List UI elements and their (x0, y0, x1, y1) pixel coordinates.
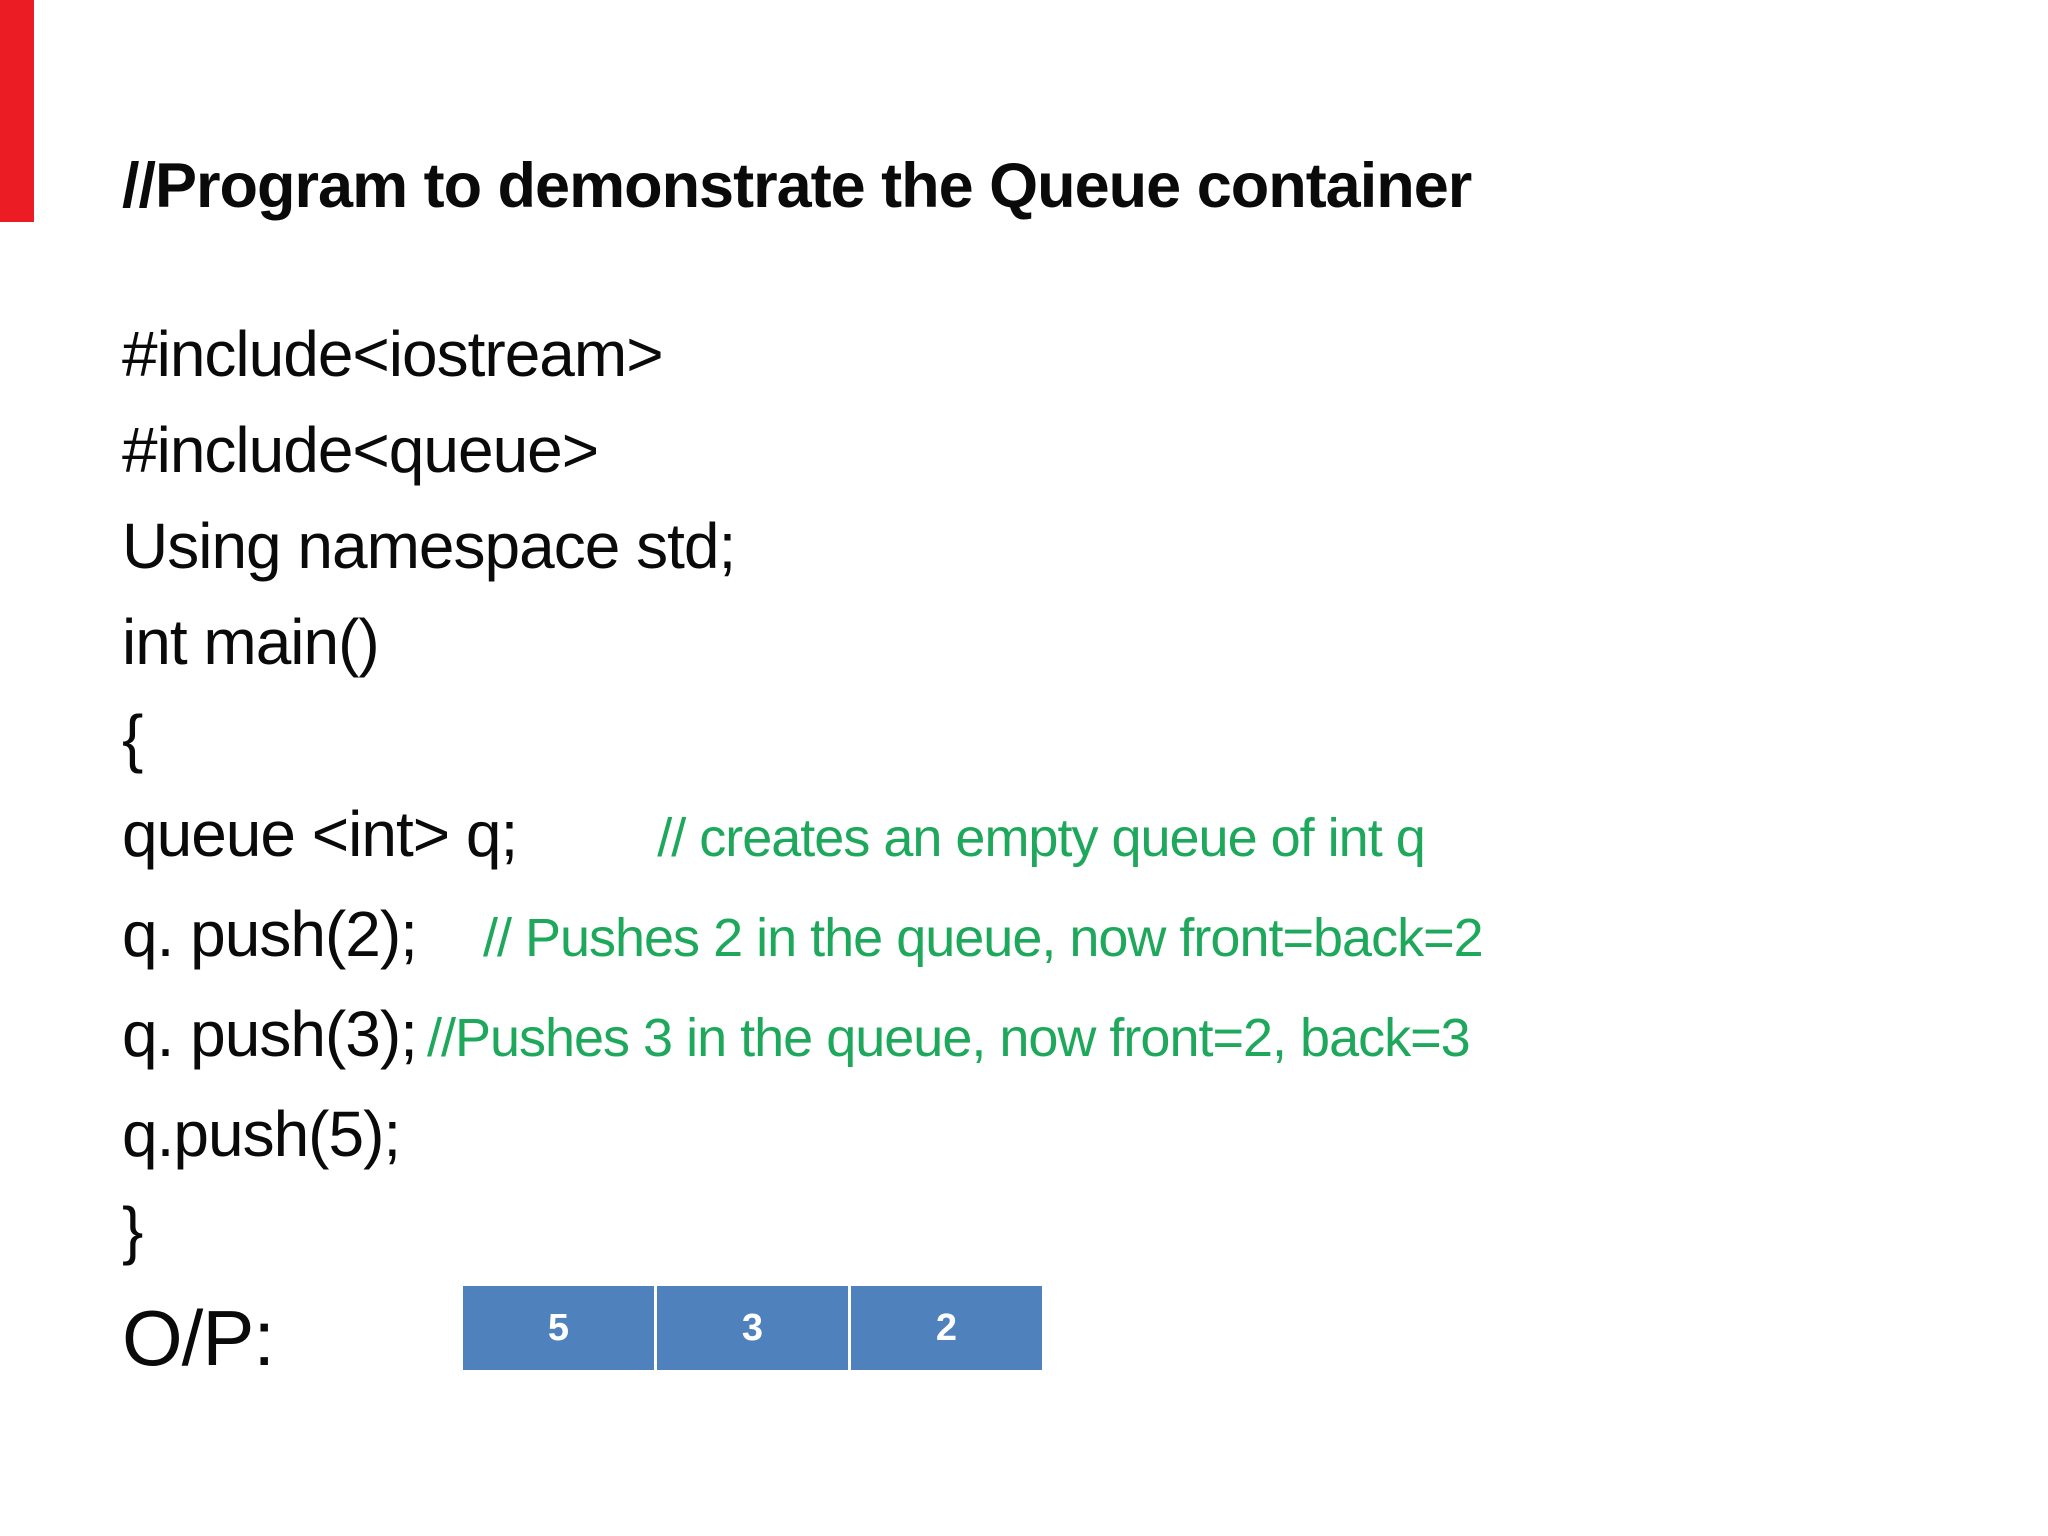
code-text: queue <int> q; (122, 798, 518, 870)
code-text: #include<iostream> (122, 318, 664, 390)
code-line: q.push(5); (122, 1086, 1483, 1182)
queue-cell: 5 (463, 1286, 654, 1370)
output-row: O/P: 5 3 2 (122, 1268, 1522, 1428)
code-line: Using namespace std; (122, 498, 1483, 594)
code-line: } (122, 1182, 1483, 1278)
code-comment: // creates an empty queue of int q (657, 808, 1425, 868)
slide-title: //Program to demonstrate the Queue conta… (122, 151, 1472, 221)
code-text: q.push(5); (122, 1098, 401, 1170)
code-comment: // Pushes 2 in the queue, now front=back… (482, 908, 1484, 968)
code-text: { (122, 702, 143, 774)
code-line: q. push(3);//Pushes 3 in the queue, now … (122, 986, 1483, 1086)
code-line: #include<iostream> (122, 306, 1483, 402)
queue-cell: 2 (851, 1286, 1042, 1370)
queue-cell: 3 (657, 1286, 848, 1370)
code-text: q. push(3); (122, 998, 418, 1070)
code-line: q. push(2); // Pushes 2 in the queue, now… (122, 886, 1484, 986)
code-line: queue <int> q; // creates an empty queue … (122, 786, 1483, 886)
code-comment: //Pushes 3 in the queue, now front=2, ba… (426, 1008, 1471, 1068)
code-line: int main() (122, 594, 1483, 690)
code-block: #include<iostream> #include<queue> Using… (122, 306, 1484, 1278)
code-text: q. push(2); (122, 898, 418, 970)
output-label: O/P: (122, 1294, 275, 1382)
queue-output-table: 5 3 2 (463, 1286, 1042, 1370)
code-line: { (122, 690, 1483, 786)
code-text: #include<queue> (122, 414, 599, 486)
code-text: Using namespace std; (122, 510, 736, 582)
code-text: } (122, 1194, 143, 1266)
code-text: int main() (122, 606, 380, 678)
code-line: #include<queue> (122, 402, 1483, 498)
red-marker-bar (0, 0, 34, 222)
